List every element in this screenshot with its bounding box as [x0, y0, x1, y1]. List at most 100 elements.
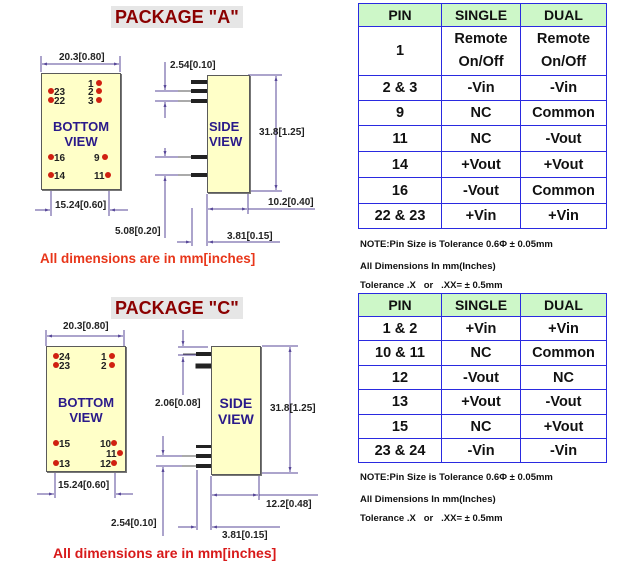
package-c-title: PACKAGE "C" — [111, 297, 243, 319]
header-dual: DUAL — [520, 3, 607, 27]
pin-label: 1 — [88, 80, 103, 90]
table-row: 2 & 3 -Vin -Vin — [358, 75, 607, 101]
cell-single: -Vin — [441, 438, 521, 463]
cell-single: NC — [441, 100, 521, 126]
pin-dot — [111, 440, 118, 447]
pin-label: 11 — [94, 172, 111, 182]
cell-single: +Vin — [441, 316, 521, 341]
bottom-view-label: BOTTOM VIEW — [52, 119, 110, 149]
package-c-bottom-view: 24 1 23 2 BOTTOM VIEW 15 10 11 13 12 — [46, 346, 126, 472]
cell-dual: Common — [520, 100, 607, 126]
pin-label: 15 — [53, 440, 70, 450]
pin-label: 2 — [88, 88, 103, 98]
pin-label: 9 — [94, 154, 109, 164]
pin-label: 13 — [53, 460, 70, 470]
cell-single: NC — [441, 414, 521, 439]
dim-c-depth: 12.2[0.48] — [266, 499, 312, 510]
table-row: 14 +Vout +Vout — [358, 151, 607, 178]
header-single: SINGLE — [441, 293, 521, 317]
side-view-label: SIDE VIEW — [218, 395, 254, 427]
dim-c-pin-length: 3.81[0.15] — [222, 530, 268, 541]
table-row: 15 NC +Vout — [358, 414, 607, 439]
dim-a-pin-length: 3.81[0.15] — [227, 231, 273, 242]
cell-pin: 13 — [358, 389, 442, 415]
pin-dot — [109, 362, 116, 369]
dim-c-width: 20.3[0.80] — [63, 321, 109, 332]
cell-single: -Vout — [441, 177, 521, 204]
cell-pin: 12 — [358, 365, 442, 390]
pin-dot — [53, 362, 59, 369]
pin-dot — [102, 154, 109, 161]
pin-dot — [48, 154, 54, 161]
pin-label: 12 — [100, 460, 118, 470]
table-row: 1 & 2 +Vin +Vin — [358, 316, 607, 341]
pin-dot — [53, 353, 59, 360]
side-view-label: SIDE VIEW — [209, 119, 243, 149]
cell-single: -Vin — [441, 75, 521, 101]
header-single: SINGLE — [441, 3, 521, 27]
cell-pin: 15 — [358, 414, 442, 439]
dim-c-pin-pitch: 2.54[0.10] — [111, 518, 157, 529]
cell-dual: +Vin — [520, 203, 607, 229]
cell-single: +Vout — [441, 389, 521, 415]
pin-label: 2 — [101, 362, 116, 372]
pin-label: 23 — [53, 362, 70, 372]
pin-dot — [116, 450, 123, 457]
dim-c-height: 31.8[1.25] — [270, 403, 316, 414]
cell-dual: Common — [520, 340, 607, 366]
dim-a-depth: 10.2[0.40] — [268, 197, 314, 208]
cell-single: NC — [441, 125, 521, 152]
pin-label: 3 — [88, 97, 103, 107]
cell-pin: 14 — [358, 151, 442, 178]
cell-single: NC — [441, 340, 521, 366]
cell-pin: 1 & 2 — [358, 316, 442, 341]
pin-label: 24 — [53, 353, 70, 363]
cell-dual: -Vout — [520, 125, 607, 152]
table-a-note-units: All Dimensions In mm(Inches) — [360, 261, 496, 272]
cell-dual: -Vout — [520, 389, 607, 415]
cell-single: +Vout — [441, 151, 521, 178]
table-row: 10 & 11 NC Common — [358, 340, 607, 366]
cell-dual: +Vout — [520, 414, 607, 439]
cell-pin: 2 & 3 — [358, 75, 442, 101]
dim-a-pin-row-spacing: 15.24[0.60] — [55, 200, 107, 211]
pin-dot — [96, 80, 103, 87]
table-c-note-pin-size: NOTE:Pin Size is Tolerance 0.6Φ ± 0.05mm — [360, 472, 553, 483]
pin-dot — [48, 172, 54, 179]
side-pins-a — [178, 80, 207, 177]
table-a-note-pin-size: NOTE:Pin Size is Tolerance 0.6Φ ± 0.05mm — [360, 239, 553, 250]
table-row: 16 -Vout Common — [358, 177, 607, 204]
cell-dual: NC — [520, 365, 607, 390]
cell-pin: 22 & 23 — [358, 203, 442, 229]
dim-a-width: 20.3[0.80] — [59, 52, 105, 63]
cell-pin: 23 & 24 — [358, 438, 442, 463]
pin-label: 11 — [106, 450, 123, 460]
table-c-note-tolerance: Tolerance .X or .XX= ± 0.5mm — [360, 513, 503, 524]
cell-dual: +Vout — [520, 151, 607, 178]
cell-dual: Common — [520, 177, 607, 204]
cell-single: -Vout — [441, 365, 521, 390]
package-a-bottom-view: 1 23 2 22 3 BOTTOM VIEW 16 9 14 11 — [41, 73, 121, 190]
cell-pin: 10 & 11 — [358, 340, 442, 366]
cell-pin: 11 — [358, 125, 442, 152]
pin-label: 16 — [48, 154, 65, 164]
cell-pin: 16 — [358, 177, 442, 204]
pin-label: 23 — [48, 88, 65, 98]
pin-dot — [48, 97, 54, 104]
table-header-row: PIN SINGLE DUAL — [358, 293, 607, 317]
pin-table-c: PIN SINGLE DUAL 1 & 2 +Vin +Vin 10 & 11 … — [358, 293, 607, 463]
dim-c-pin-row-spacing: 15.24[0.60] — [58, 480, 110, 491]
table-row: 22 & 23 +Vin +Vin — [358, 203, 607, 229]
dim-a-height: 31.8[1.25] — [259, 127, 305, 138]
cell-dual: +Vin — [520, 316, 607, 341]
package-a-title: PACKAGE "A" — [111, 6, 243, 28]
package-a-side-view: SIDE VIEW — [207, 75, 250, 193]
table-header-row: PIN SINGLE DUAL — [358, 3, 607, 27]
pin-dot — [48, 88, 54, 95]
pin-dot — [96, 97, 103, 104]
pin-dot — [104, 172, 111, 179]
